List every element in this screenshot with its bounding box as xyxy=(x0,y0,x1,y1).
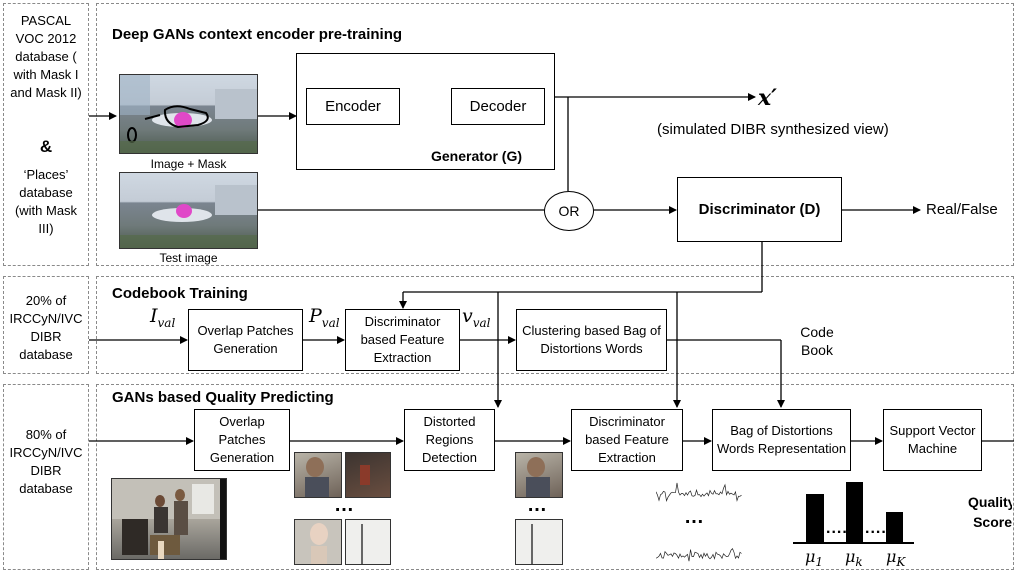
p-val-symbol: Pval xyxy=(309,305,340,330)
patch-person-2 xyxy=(515,452,563,498)
image-mask-caption: Image + Mask xyxy=(150,157,227,171)
simulated-view-label: (simulated DIBR synthesized view) xyxy=(657,121,889,138)
image-mask-photo xyxy=(119,74,258,154)
generator-label: Generator (G) xyxy=(431,148,523,164)
test-image-photo xyxy=(119,172,258,249)
left-label-frame-bottom xyxy=(3,384,89,570)
feature-signals xyxy=(656,482,742,562)
irccyn-20-label: 20% of IRCCyN/IVC DIBR database xyxy=(9,293,83,362)
svm-box: Support Vector Machine xyxy=(883,409,982,471)
clustering-box: Clustering based Bag of Distortions Word… xyxy=(516,309,667,371)
histogram-dots-2: .... xyxy=(865,520,887,537)
histogram-bar-k xyxy=(846,482,863,543)
scene-photo xyxy=(111,478,227,560)
patch-dark-1 xyxy=(345,452,391,498)
left-label-frame-middle xyxy=(3,276,89,374)
mu-k-label: μk xyxy=(845,547,863,570)
pretrain-title: Deep GANs context encoder pre-training xyxy=(112,26,403,43)
patch-white-1 xyxy=(345,519,391,565)
codebook-title: Codebook Training xyxy=(112,285,248,302)
mu-K-label: μK xyxy=(886,547,906,570)
distorted-regions-box: Distorted Regions Detection xyxy=(404,409,495,471)
ampersand-label: & xyxy=(39,137,53,156)
code-book-label: Code Book xyxy=(800,324,834,358)
irccyn-80-label: 80% of IRCCyN/IVC DIBR database xyxy=(9,427,83,496)
histogram-dots-1: .... xyxy=(826,520,848,537)
i-val-symbol: Ival xyxy=(150,305,176,330)
signal-trace-2 xyxy=(656,547,742,562)
discriminator-box: Discriminator (D) xyxy=(677,177,842,242)
quality-score-label: Quality Score xyxy=(968,494,1012,530)
histogram-bar-1 xyxy=(806,494,824,543)
patch-dots-2: … xyxy=(527,494,547,516)
patch-white-2 xyxy=(515,519,563,565)
codebook-disc-feature-box: Discriminator based Feature Extraction xyxy=(345,309,460,371)
signal-dots: … xyxy=(684,506,704,528)
v-val-symbol: vval xyxy=(462,305,491,330)
patch-dummy-1 xyxy=(294,519,342,565)
patch-dots-1: … xyxy=(334,494,354,516)
bow-representation-box: Bag of Distortions Words Representation xyxy=(712,409,851,471)
test-image-caption: Test image xyxy=(159,251,218,265)
or-node: OR xyxy=(544,191,594,231)
x-prime-label: x′ xyxy=(758,85,777,111)
pascal-voc-label: PASCAL VOC 2012 database ( with Mask I a… xyxy=(10,13,82,100)
predict-disc-feature-box: Discriminator based Feature Extraction xyxy=(571,409,683,471)
signal-trace-1 xyxy=(656,482,742,503)
encoder-box: Encoder xyxy=(306,88,400,125)
decoder-box: Decoder xyxy=(451,88,545,125)
histogram-bar-K xyxy=(886,512,903,543)
real-false-label: Real/False xyxy=(926,201,998,218)
codebook-overlap-box: Overlap Patches Generation xyxy=(188,309,303,371)
predict-title: GANs based Quality Predicting xyxy=(112,389,334,406)
mu-1-label: μ1 xyxy=(805,547,824,570)
places-label: ‘Places’ database (with Mask III) xyxy=(14,167,78,236)
patch-person-1 xyxy=(294,452,342,498)
left-label-frame-top xyxy=(3,3,89,266)
predict-overlap-box: Overlap Patches Generation xyxy=(194,409,290,471)
